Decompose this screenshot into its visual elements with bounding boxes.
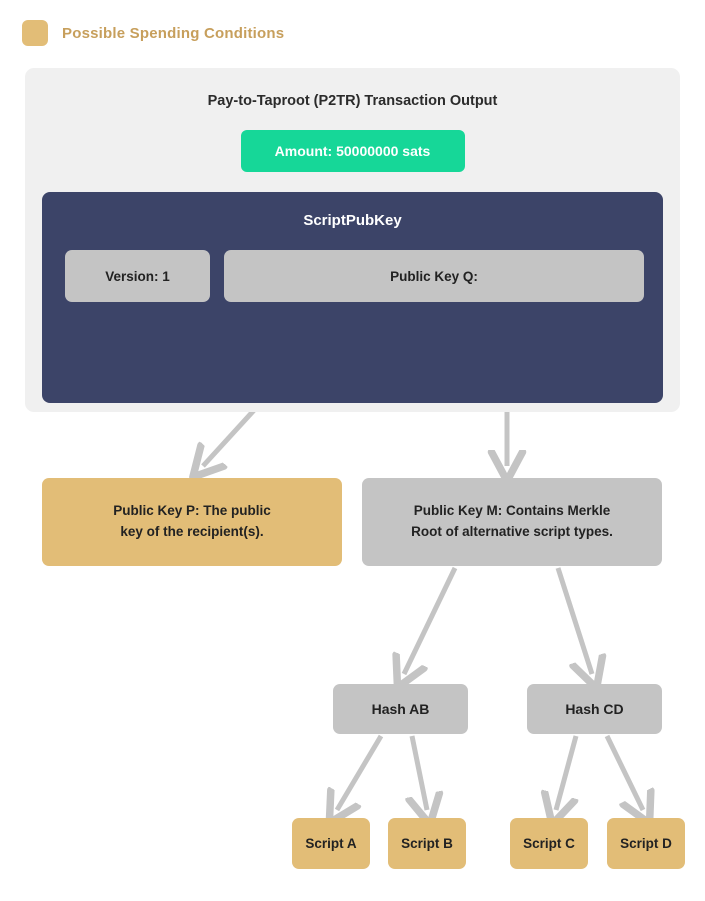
arrow-hashab-to-script-a xyxy=(337,734,384,810)
arrow-m-to-hash-ab xyxy=(404,566,458,674)
scriptpubkey-title: ScriptPubKey xyxy=(303,212,402,229)
node-script-d: Script D xyxy=(607,818,685,869)
node-public-key-p: Public Key P: The public key of the reci… xyxy=(42,478,342,566)
legend-color-swatch xyxy=(22,20,48,46)
node-script-b: Script B xyxy=(388,818,466,869)
transaction-output-title: Pay-to-Taproot (P2TR) Transaction Output xyxy=(207,93,498,109)
legend: Possible Spending Conditions xyxy=(22,20,284,46)
node-hash-ab: Hash AB xyxy=(333,684,468,734)
arrow-m-to-hash-cd xyxy=(555,567,592,674)
scriptpubkey-field-version: Version: 1 xyxy=(65,250,210,302)
node-public-key-m-label: Public Key M: Contains Merkle Root of al… xyxy=(411,503,613,539)
arrow-hashcd-to-script-d xyxy=(604,734,643,810)
node-script-a: Script A xyxy=(292,818,370,869)
legend-label: Possible Spending Conditions xyxy=(62,24,285,42)
node-public-key-m: Public Key M: Contains Merkle Root of al… xyxy=(362,478,662,566)
node-public-key-p-label: Public Key P: The public key of the reci… xyxy=(113,503,271,539)
amount-badge: Amount: 50000000 sats xyxy=(240,130,465,172)
arrow-hashab-to-script-b xyxy=(412,735,427,810)
scriptpubkey-field-public-key-q: Public Key Q: xyxy=(224,250,644,302)
scriptpubkey-box: ScriptPubKey Version: 1 Public Key Q: xyxy=(42,192,663,403)
transaction-output-card: Pay-to-Taproot (P2TR) Transaction Output… xyxy=(25,68,680,412)
node-script-c: Script C xyxy=(510,818,588,869)
node-hash-cd: Hash CD xyxy=(527,684,662,734)
arrow-hashcd-to-script-c xyxy=(556,735,579,810)
